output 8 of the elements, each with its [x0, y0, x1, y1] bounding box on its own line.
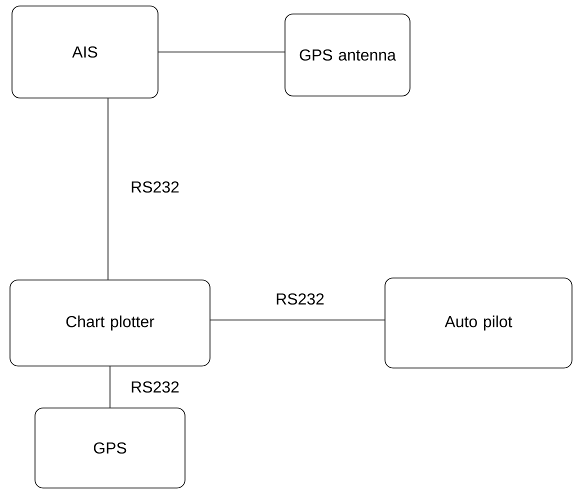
device-box: GPS antenna [284, 14, 410, 96]
edge-label: RS232 [130, 180, 180, 194]
edge-label: RS232 [130, 380, 180, 394]
device-box: Auto pilot [384, 278, 572, 368]
edge-label: RS232 [274, 292, 326, 306]
device-box: AIS [12, 6, 158, 98]
device-box: Chart plotter [10, 280, 210, 366]
device-box: GPS [34, 408, 186, 488]
